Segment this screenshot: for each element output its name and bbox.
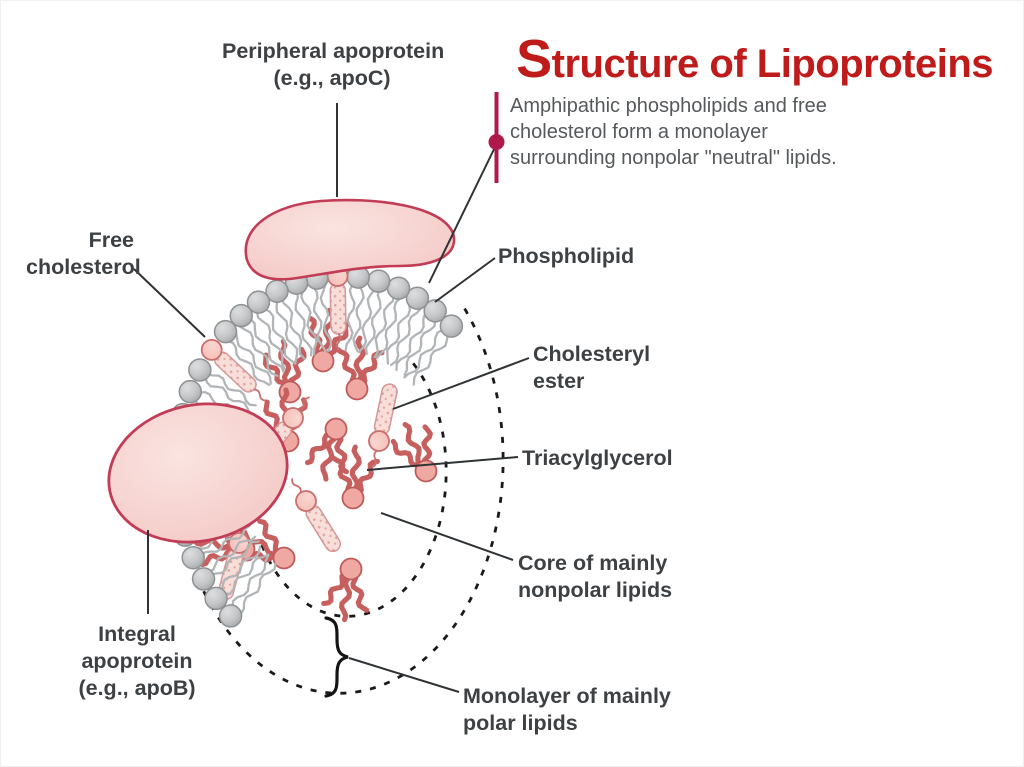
leader-phospholipid: [434, 257, 496, 303]
annotation-marks: [324, 92, 505, 698]
leader-core-nonpolar: [380, 512, 514, 561]
phospholipid-molecule: [344, 265, 370, 353]
triacylglycerol-molecule: [335, 335, 385, 401]
phospholipid-molecule: [188, 358, 257, 415]
annotation-line: Amphipathic phospholipids and free: [510, 95, 827, 117]
label-phospholipid: Phospholipid: [498, 244, 635, 268]
core-lipid-molecules: [191, 307, 438, 623]
triacylglycerol-molecule: [304, 417, 349, 482]
dashed-boundary-circles: [189, 307, 505, 695]
leader-triacylglycerol: [366, 456, 519, 471]
annotation-accent-dot: [488, 134, 505, 150]
phospholipid-molecule: [213, 319, 272, 387]
apoproteins: [107, 198, 456, 544]
label-free-cholesterol: Free cholesterol: [26, 228, 141, 279]
annotation-line: cholesterol form a monolayer: [510, 121, 768, 143]
label-cholesteryl-ester: Cholesteryl ester: [533, 342, 651, 393]
cholesteryl-ester-molecule: [291, 478, 342, 553]
phospholipid-molecule: [265, 279, 306, 363]
title-rest: tructure of Lipoproteins: [551, 42, 994, 86]
annotation-line: surrounding nonpolar "neutral" lipids.: [510, 147, 837, 169]
phospholipid-molecule: [386, 286, 430, 367]
monolayer-brace: [324, 616, 349, 698]
leader-lines: [133, 103, 530, 693]
leader-cholesteryl-ester: [392, 357, 530, 410]
leader-monolayer-polar: [348, 657, 460, 693]
triacylglycerol-molecule: [390, 421, 438, 483]
label-core-nonpolar-lipids: Core of mainly nonpolar lipids: [518, 551, 673, 602]
label-monolayer-polar-lipids: Monolayer of mainly polar lipids: [463, 684, 671, 735]
triacylglycerol-molecule: [321, 557, 370, 623]
cholesteryl-ester-molecule: [368, 383, 398, 468]
phospholipid-molecule: [218, 555, 277, 628]
slide-title: Structure of Lipoproteins: [516, 32, 993, 91]
peripheral-apoprotein-shape: [244, 198, 456, 281]
inner-dashed-circle: [259, 362, 448, 618]
triacylglycerol-molecule: [331, 444, 380, 510]
free-cholesterol-molecule: [200, 338, 267, 402]
leader-annotation: [428, 142, 498, 284]
annotation-text: Amphipathic phospholipids and free chole…: [510, 93, 855, 171]
label-peripheral-apoprotein: Peripheral apoprotein (e.g., apoC): [222, 39, 445, 90]
phospholipid-molecule: [395, 299, 447, 376]
phospholipid-molecule: [403, 314, 464, 386]
leader-free-cholesterol: [133, 268, 206, 338]
title-initial: S: [516, 29, 552, 89]
phospholipid-molecule: [204, 545, 270, 611]
phospholipid-molecule: [229, 303, 285, 377]
label-triacylglycerol: Triacylglycerol: [522, 446, 673, 470]
phospholipid-molecule: [181, 522, 252, 570]
label-integral-apoprotein: Integral apoprotein (e.g., apoB): [78, 622, 196, 700]
phospholipid-molecule: [191, 535, 260, 591]
phospholipid-molecule: [246, 290, 297, 370]
integral-apoprotein-shape: [107, 402, 289, 544]
